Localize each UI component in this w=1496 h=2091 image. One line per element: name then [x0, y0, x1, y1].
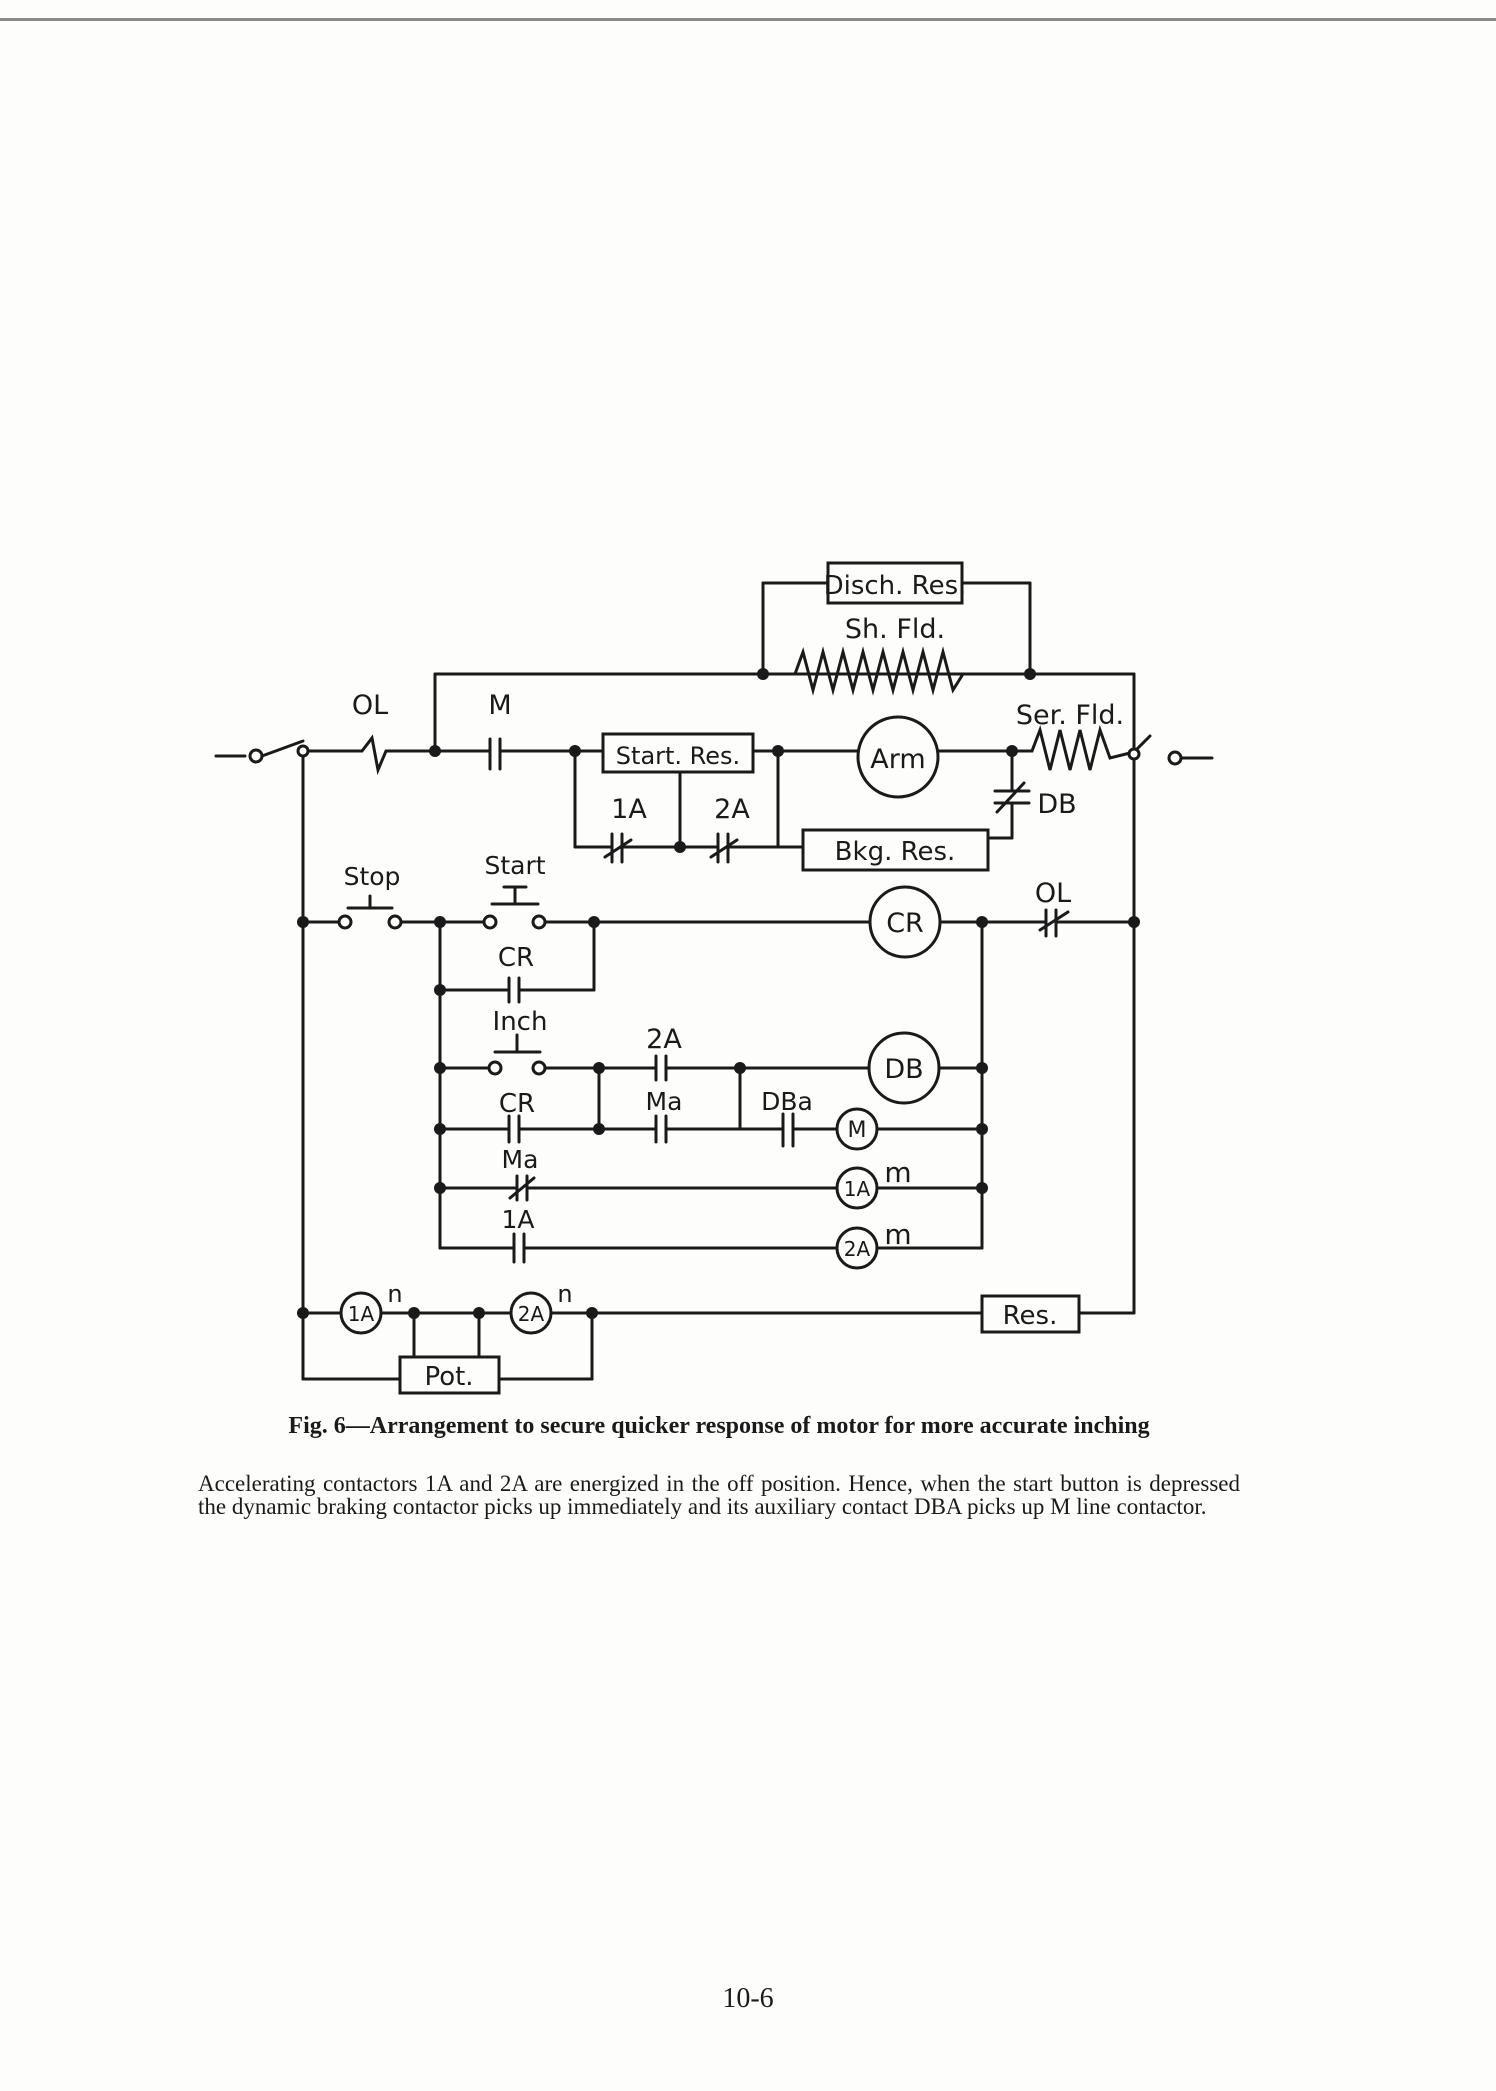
- arm-label: Arm: [870, 744, 925, 775]
- coil-2a-superscript: m: [884, 1218, 911, 1251]
- ser-fld-label: Ser. Fld.: [1016, 700, 1124, 731]
- stop-label: Stop: [344, 862, 401, 891]
- res-label: Res.: [1003, 1301, 1058, 1331]
- coil-2a-label: 2A: [844, 1237, 871, 1261]
- coil-1a-label: 1A: [844, 1177, 871, 1201]
- cr-contact1-label: CR: [498, 943, 534, 973]
- m-coil-label: M: [848, 1118, 867, 1143]
- disch-res-label: Disch. Res.: [824, 571, 967, 601]
- page-top-border: [0, 0, 1496, 21]
- ol-top-label: OL: [352, 690, 388, 721]
- coil-1a-superscript: m: [884, 1156, 911, 1189]
- cr-contact2-label: CR: [499, 1089, 535, 1119]
- ma-contact-label: Ma: [646, 1087, 683, 1116]
- pot-2a-label: 2A: [518, 1302, 545, 1326]
- start-label: Start: [484, 851, 545, 880]
- wiring-diagram: Disch. Res. Sh. Fld. OL M Ser. Fld. Star…: [214, 561, 1214, 1395]
- contact-2a-lower-label: 2A: [646, 1024, 682, 1055]
- pot-1a-superscript: n: [387, 1280, 402, 1308]
- contact-1a-label: 1A: [611, 794, 647, 825]
- figure-caption-title: Fig. 6—Arrangement to secure quicker res…: [288, 1413, 1150, 1439]
- ma-nc-label: Ma: [502, 1145, 539, 1174]
- pot-2a-superscript: n: [557, 1280, 572, 1308]
- m-contact-label: M: [488, 690, 511, 721]
- pot-1a-label: 1A: [348, 1302, 375, 1326]
- sh-fld-label: Sh. Fld.: [845, 614, 945, 645]
- db-coil-label: DB: [884, 1054, 923, 1085]
- db-contact-label: DB: [1037, 789, 1076, 820]
- start-res-label: Start. Res.: [616, 742, 740, 770]
- page-number: 10-6: [722, 1983, 774, 2014]
- bkg-res-label: Bkg. Res.: [835, 837, 956, 867]
- inch-label: Inch: [493, 1007, 548, 1037]
- cr-coil-label: CR: [886, 908, 924, 939]
- ol-right-label: OL: [1035, 878, 1071, 909]
- pot-label: Pot.: [424, 1362, 473, 1392]
- dba-contact-label: DBa: [761, 1087, 813, 1116]
- contact-2a-label: 2A: [714, 794, 750, 825]
- figure-caption-body: Accelerating contactors 1A and 2A are en…: [198, 1471, 1240, 1519]
- contact-1a-nc-label: 1A: [501, 1205, 534, 1234]
